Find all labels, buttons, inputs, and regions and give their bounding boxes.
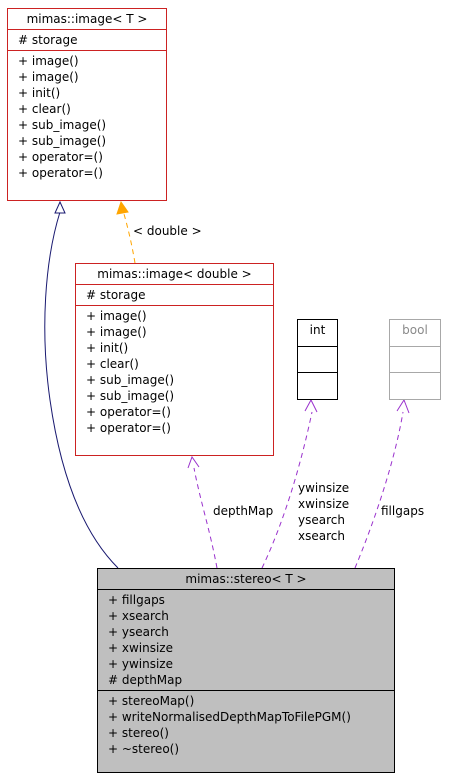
- class-stereo-attributes: + fillgaps + xsearch + ysearch + xwinsize + …: [98, 589, 394, 690]
- class-image-t-attributes: # storage: [8, 29, 166, 50]
- member-line: # storage: [18, 33, 78, 47]
- member-line: + ysearch: [108, 625, 169, 639]
- class-stereo-operations: + stereoMap() + writeNormalisedDepthMapTo…: [98, 690, 394, 759]
- int-edge: [261, 411, 313, 569]
- depthmap-edge-label: depthMap: [213, 504, 274, 518]
- int-edge-labels: ywinsize xwinsize ysearch xsearch: [298, 480, 349, 544]
- member-line: + init(): [18, 86, 61, 100]
- member-line: + image(): [18, 54, 79, 68]
- member-line: + fillgaps: [108, 593, 165, 607]
- template-edge-label: < double >: [133, 224, 202, 238]
- member-line: + init(): [86, 341, 129, 355]
- class-image-double[interactable]: mimas::image< double > # storage + image…: [75, 263, 274, 456]
- class-image-t-title: mimas::image< T >: [26, 12, 148, 26]
- depthmap-edge: [193, 467, 218, 569]
- member-line: # depthMap: [108, 673, 183, 687]
- member-line: + image(): [86, 309, 147, 323]
- member-line: + sub_image(): [86, 373, 175, 387]
- class-image-t-operations: + image() + image() + init() + clear() + sub…: [8, 50, 166, 183]
- member-line: xwinsize: [298, 497, 350, 511]
- class-image-t[interactable]: mimas::image< T > # storage + image()+ i…: [7, 8, 167, 201]
- member-line: + operator=(): [86, 405, 171, 419]
- type-bool-operations: [390, 372, 440, 399]
- class-image-double-attributes: # storage: [76, 284, 273, 305]
- type-bool[interactable]: bool: [389, 319, 441, 400]
- member-line: + sub_image(): [18, 134, 107, 148]
- member-line: + image(): [18, 70, 79, 84]
- member-line: + clear(): [86, 357, 139, 371]
- depthmap-arrowhead: [187, 455, 200, 469]
- member-line: + stereo(): [108, 726, 169, 740]
- member-line: + writeNormalisedDepthMapToFilePGM(): [108, 710, 351, 724]
- member-line: + xwinsize: [108, 641, 173, 655]
- bool-edge: [354, 411, 404, 569]
- class-image-double-title: mimas::image< double >: [97, 267, 252, 281]
- member-line: xsearch: [298, 529, 345, 543]
- type-int-title: int: [309, 323, 326, 337]
- member-line: # storage: [86, 288, 146, 302]
- member-line: ysearch: [298, 513, 345, 527]
- type-bool-title: bool: [402, 323, 428, 337]
- bool-arrowhead: [396, 398, 410, 414]
- member-line: + operator=(): [18, 166, 103, 180]
- member-line: + ywinsize: [108, 657, 173, 671]
- inheritance-arrowhead: [54, 200, 66, 214]
- int-arrowhead: [304, 398, 318, 413]
- member-line: + operator=(): [86, 421, 171, 435]
- member-line: + sub_image(): [18, 118, 107, 132]
- template-edge: [123, 213, 136, 264]
- member-line: + stereoMap(): [108, 694, 195, 708]
- member-line: + xsearch: [108, 609, 169, 623]
- member-line: + ~stereo(): [108, 742, 180, 756]
- fillgaps-edge-label: fillgaps: [381, 504, 425, 518]
- class-stereo-title: mimas::stereo< T >: [185, 572, 307, 586]
- inheritance-edge: [44, 211, 119, 569]
- class-stereo[interactable]: mimas::stereo< T > + fillgaps+ xsearch+ …: [97, 568, 395, 773]
- template-arrowhead: [116, 200, 129, 215]
- member-line: + clear(): [18, 102, 71, 116]
- member-line: + sub_image(): [86, 389, 175, 403]
- member-line: ywinsize: [298, 481, 350, 495]
- type-int-operations: [298, 372, 337, 399]
- class-image-double-operations: + image() + image() + init() + clear() + sub…: [76, 305, 273, 438]
- member-line: + image(): [86, 325, 147, 339]
- type-bool-attributes: [390, 346, 440, 372]
- type-int-attributes: [298, 346, 337, 372]
- member-line: + operator=(): [18, 150, 103, 164]
- type-int[interactable]: int: [297, 319, 338, 400]
